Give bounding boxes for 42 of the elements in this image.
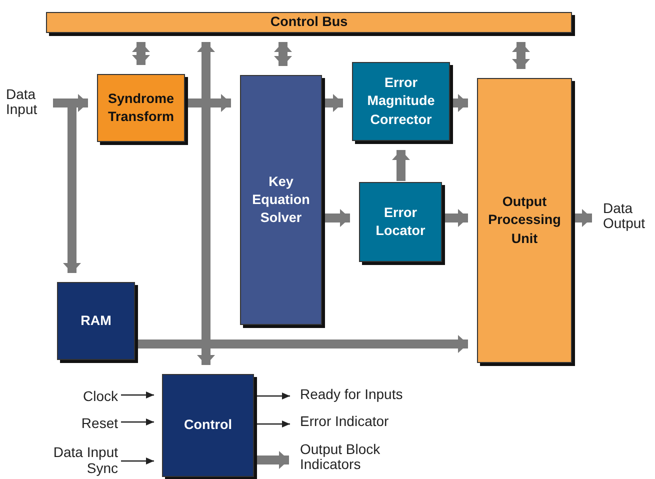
- signal-label: Data Input: [6, 87, 38, 118]
- arrow: [323, 209, 350, 227]
- arrow: [512, 42, 530, 69]
- block-label: Control Bus: [270, 13, 348, 32]
- arrow: [197, 42, 215, 365]
- block-label: Error Locator: [374, 204, 426, 240]
- process-box: [97, 74, 185, 142]
- arrow: [443, 209, 468, 227]
- control-bus-bar: [46, 12, 572, 33]
- arrow: [392, 150, 410, 181]
- signal-label: Reset: [81, 416, 118, 431]
- signal-label: Data Input Sync: [52, 445, 118, 476]
- memory-box: [57, 282, 135, 360]
- block-label: Output Processing Unit: [487, 193, 562, 248]
- block-label: Key Equation Solver: [251, 172, 311, 228]
- arrow: [132, 42, 150, 65]
- process-box: [359, 182, 442, 262]
- arrow: [121, 458, 154, 464]
- arrow: [255, 392, 290, 400]
- signal-label: Clock: [82, 388, 118, 404]
- control-box: [162, 374, 254, 477]
- arrow: [255, 451, 289, 469]
- process-box: [240, 75, 322, 325]
- arrow: [274, 42, 292, 66]
- process-box: [477, 78, 572, 363]
- signal-label: Output Block Indicators: [300, 442, 382, 473]
- arrow: [323, 94, 343, 112]
- signal-label: Data Output: [603, 201, 646, 232]
- process-box: [352, 62, 450, 141]
- arrow: [255, 420, 290, 428]
- block-label: Syndrome Transform: [106, 90, 176, 126]
- arrow: [136, 335, 468, 353]
- block-label: Control: [184, 416, 232, 434]
- arrow: [121, 418, 154, 426]
- arrow: [121, 392, 154, 398]
- arrow: [573, 209, 592, 227]
- arrow: [451, 94, 468, 112]
- block-label: RAM: [80, 312, 112, 330]
- signal-label: Ready for Inputs: [300, 387, 403, 402]
- signal-label: Error Indicator: [300, 414, 389, 430]
- block-label: Error Magnitude Corrector: [366, 74, 436, 129]
- arrow: [186, 94, 231, 112]
